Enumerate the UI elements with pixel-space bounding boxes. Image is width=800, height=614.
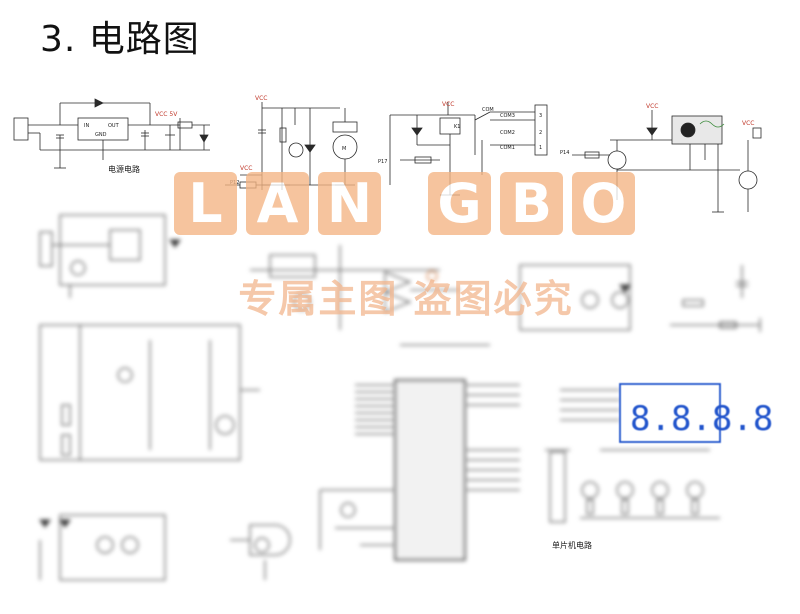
diode-symbol: [94, 98, 104, 108]
terminal-pin2: 2: [539, 130, 542, 136]
vcc-label-rf: VCC: [646, 103, 658, 110]
vcc-label-buzzer: VCC: [742, 120, 754, 127]
relay-terminal-block: [534, 104, 548, 156]
watermark-subtitle: 专属主图 盗图必究: [238, 277, 574, 321]
motor-label: M: [342, 146, 346, 152]
seven-segment-display: 8.8.8.8 单片机电路: [552, 383, 773, 550]
display-digits: 8.8.8.8: [630, 399, 773, 439]
watermark-letter-1: L: [174, 172, 237, 235]
terminal-pin3: 3: [539, 113, 542, 119]
regulator-gnd-label: GND: [95, 132, 107, 138]
com2-label: COM2: [500, 130, 515, 136]
p17-label: P17: [378, 159, 387, 165]
buzzer: [752, 127, 762, 139]
relay-label: K1: [454, 124, 460, 130]
blurred-lower-circuits: [39, 214, 761, 581]
vcc-label-motor: VCC: [255, 95, 267, 102]
page-title: 3. 电路图: [40, 19, 200, 60]
power-supply-circuit: [13, 98, 210, 169]
com3-label: COM3: [500, 113, 515, 119]
watermark-letter-3: N: [318, 172, 381, 235]
schematic-labels: IN OUT GND VCC 5V 电源电路 VCC VCC P12 M VCC…: [84, 95, 754, 186]
power-connector: [13, 117, 29, 141]
terminal-pin1: 1: [539, 145, 542, 151]
com1-label: COM1: [500, 145, 515, 151]
mcu-chip: [394, 379, 466, 561]
watermark-letter-4: G: [428, 172, 491, 235]
mcu-circuit-caption: 单片机电路: [552, 540, 592, 550]
vcc-label-relay: VCC: [442, 101, 454, 108]
rf-module: [671, 115, 723, 145]
regulator-in-label: IN: [84, 123, 89, 129]
watermark-letter-5: B: [500, 172, 563, 235]
p14-label: P14: [560, 150, 569, 156]
regulator-out-label: OUT: [108, 123, 120, 129]
vcc-5v-label: VCC 5V: [155, 111, 178, 118]
rf-module-chip: [680, 122, 696, 138]
vcc-label-motor-2: VCC: [240, 165, 252, 172]
com-label: COM: [482, 107, 494, 113]
power-circuit-caption: 电源电路: [108, 164, 140, 174]
watermark-letter-6: O: [572, 172, 635, 235]
motor-brush: [332, 121, 358, 133]
watermark-letter-2: A: [246, 172, 309, 235]
